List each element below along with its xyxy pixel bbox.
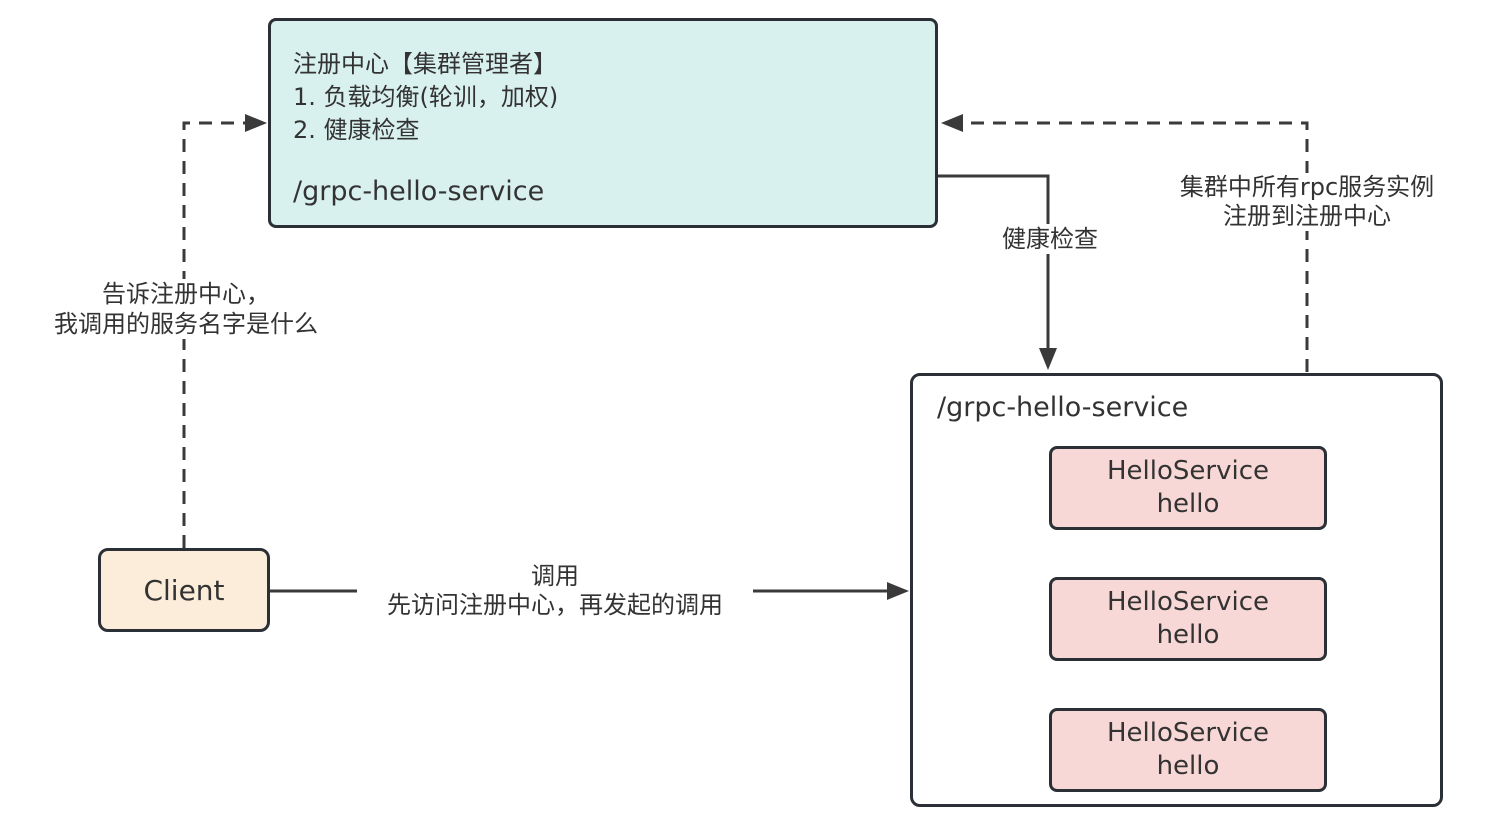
edge-cluster-to-registry (941, 114, 1309, 372)
registry-feature-health-check: 2. 健康检查 (293, 116, 420, 144)
call-line1: 调用 (531, 562, 579, 590)
service-cluster-node: /grpc-hello-service HelloService hello H… (910, 373, 1443, 807)
instance-name: HelloService (1107, 587, 1269, 617)
edge-registry-healthcheck-to-cluster (938, 174, 1057, 370)
tell-registry-line2: 我调用的服务名字是什么 (54, 310, 318, 338)
register-instances-line1: 集群中所有rpc服务实例 (1179, 173, 1435, 201)
service-instance: HelloService hello (1049, 577, 1327, 661)
instance-name: HelloService (1107, 456, 1269, 486)
instance-method: hello (1156, 751, 1220, 781)
arrowhead-left-icon (941, 114, 963, 132)
solid-connector-line (938, 174, 1050, 349)
cluster-service-path: /grpc-hello-service (937, 392, 1189, 423)
arrowhead-right-icon (887, 582, 909, 600)
registry-feature-load-balancing: 1. 负载均衡(轮训，加权) (293, 83, 559, 111)
arrowhead-down-icon (1039, 348, 1057, 370)
registry-service-path: /grpc-hello-service (293, 176, 545, 207)
health-check-label: 健康检查 (985, 224, 1115, 254)
client-node: Client (98, 548, 270, 632)
dashed-connector-line (182, 121, 250, 548)
register-instances-line2: 注册到注册中心 (1223, 202, 1391, 230)
service-instance: HelloService hello (1049, 446, 1327, 530)
instance-method: hello (1156, 489, 1220, 519)
tell-registry-line1: 告诉注册中心， (102, 280, 270, 308)
registry-center-node: 注册中心【集群管理者】 1. 负载均衡(轮训，加权) 2. 健康检查 /grpc… (268, 18, 938, 228)
tell-registry-label: 告诉注册中心， 我调用的服务名字是什么 (50, 279, 322, 339)
call-line2: 先访问注册中心，再发起的调用 (387, 591, 723, 619)
registry-title: 注册中心【集群管理者】 (293, 50, 557, 78)
edge-client-to-registry (182, 114, 267, 548)
registry-description: 注册中心【集群管理者】 1. 负载均衡(轮训，加权) 2. 健康检查 (293, 48, 558, 147)
arrowhead-right-icon (245, 114, 267, 132)
call-label: 调用 先访问注册中心，再发起的调用 (357, 562, 753, 620)
instance-method: hello (1156, 620, 1220, 650)
service-instance: HelloService hello (1049, 708, 1327, 792)
register-instances-label: 集群中所有rpc服务实例 注册到注册中心 (1162, 173, 1452, 231)
dashed-connector-line (965, 121, 1309, 372)
instance-name: HelloService (1107, 718, 1269, 748)
